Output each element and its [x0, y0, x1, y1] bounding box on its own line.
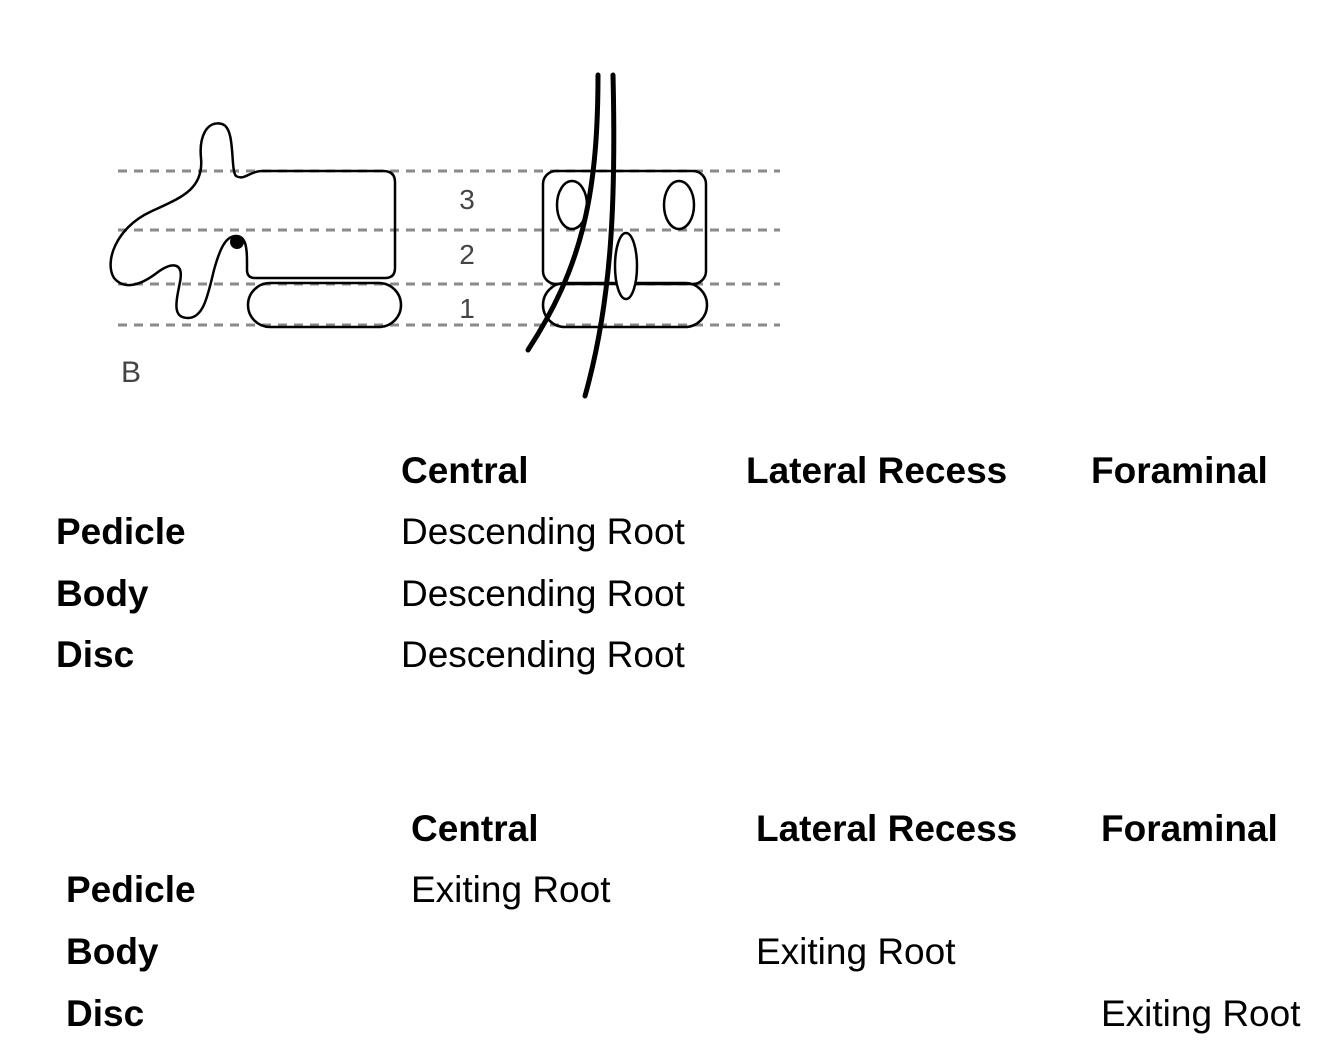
panel-label: B [121, 356, 141, 389]
zone-label-1: 1 [459, 293, 475, 324]
vertebra-lateral-outline [109, 122, 397, 320]
row-label-pedicle: Pedicle [66, 869, 196, 910]
zone-label-3: 3 [459, 184, 475, 215]
spine-diagram: 3 2 1 B [109, 72, 780, 399]
row-label-pedicle: Pedicle [56, 511, 186, 552]
disc-lateral [246, 281, 403, 329]
row-label-body: Body [66, 931, 159, 972]
table-cell: Exiting Root [411, 869, 611, 910]
row-label-body: Body [56, 573, 149, 614]
row-label-disc: Disc [56, 634, 135, 675]
nerve-root-dot [230, 235, 244, 249]
table-cell: Exiting Root [756, 931, 956, 972]
disc-herniation [613, 231, 639, 301]
column-header-lateral-recess: Lateral Recess [756, 808, 1018, 849]
descending-nerve-root [582, 72, 617, 399]
zone-label-2: 2 [459, 239, 475, 270]
column-header-foraminal: Foraminal [1091, 450, 1268, 491]
column-header-foraminal: Foraminal [1101, 808, 1278, 849]
column-header-central: Central [411, 808, 539, 849]
column-header-central: Central [401, 450, 529, 491]
row-label-disc: Disc [66, 993, 145, 1034]
table-cell: Exiting Root [1101, 993, 1301, 1034]
exiting-nerve-root [525, 72, 601, 353]
table-cell: Descending Root [401, 573, 685, 614]
table-cell: Descending Root [401, 511, 685, 552]
column-header-lateral-recess: Lateral Recess [746, 450, 1008, 491]
pedicle-right [662, 179, 696, 231]
table-cell: Descending Root [401, 634, 685, 675]
